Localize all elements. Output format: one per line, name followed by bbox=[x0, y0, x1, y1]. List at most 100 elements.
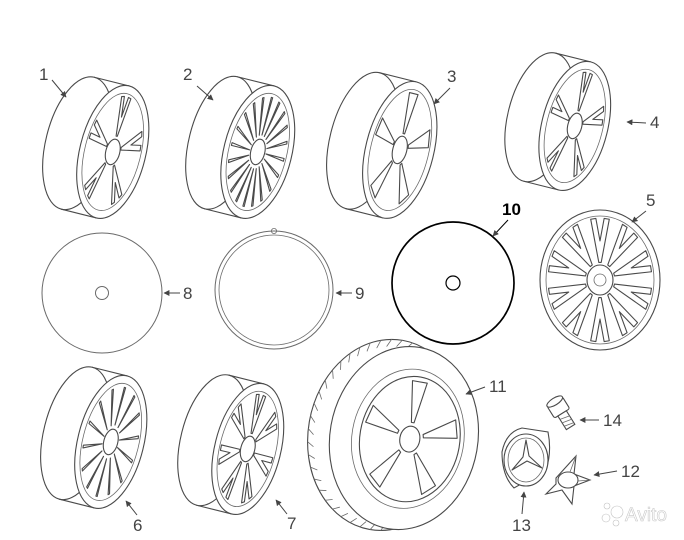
spoke bbox=[370, 160, 393, 199]
callout-8: 8 bbox=[163, 284, 192, 303]
spoke bbox=[261, 162, 272, 192]
spoke bbox=[550, 94, 570, 122]
avito-dots-icon bbox=[601, 502, 624, 527]
wheel-6 bbox=[40, 366, 148, 509]
tread-groove bbox=[357, 347, 361, 357]
wheel-3 bbox=[326, 71, 438, 219]
spoke bbox=[250, 168, 257, 207]
spoke bbox=[84, 162, 107, 200]
svg-text:7: 7 bbox=[287, 514, 296, 533]
spoke bbox=[110, 388, 114, 427]
spoke bbox=[398, 162, 410, 205]
wheel-bolt-14 bbox=[546, 395, 576, 431]
spoke bbox=[116, 447, 134, 464]
spoke bbox=[413, 452, 437, 495]
spoke bbox=[266, 140, 288, 150]
spoke bbox=[252, 102, 257, 138]
avito-watermark: Avito bbox=[601, 502, 667, 527]
spoke bbox=[573, 138, 585, 178]
wheel-4 bbox=[504, 52, 612, 192]
tread-groove bbox=[332, 369, 334, 379]
svg-text:12: 12 bbox=[621, 462, 640, 481]
tread-groove bbox=[386, 339, 392, 347]
spoke bbox=[582, 105, 605, 126]
tread-groove bbox=[376, 339, 382, 349]
spoke bbox=[590, 217, 610, 263]
spoke bbox=[613, 283, 653, 310]
svg-text:9: 9 bbox=[355, 284, 364, 303]
cover-disc-10 bbox=[391, 221, 515, 345]
callout-1: 1 bbox=[39, 65, 67, 98]
spoke bbox=[546, 135, 569, 172]
spoke bbox=[607, 223, 639, 268]
tread-groove bbox=[310, 466, 318, 471]
spoke bbox=[82, 443, 103, 449]
spoke bbox=[255, 411, 278, 443]
tread-groove bbox=[366, 342, 371, 352]
tread-groove bbox=[307, 441, 314, 447]
callout-5: 5 bbox=[631, 191, 655, 223]
spoke bbox=[236, 125, 252, 146]
spoke bbox=[607, 292, 639, 337]
spoke bbox=[117, 394, 136, 429]
spoke bbox=[547, 283, 587, 310]
tread-groove bbox=[324, 499, 333, 501]
svg-text:3: 3 bbox=[447, 67, 456, 86]
svg-text:1: 1 bbox=[39, 65, 48, 84]
spoke bbox=[230, 403, 246, 440]
spoke bbox=[86, 455, 105, 489]
callout-14: 14 bbox=[579, 411, 622, 430]
spoke bbox=[410, 380, 428, 424]
spoke bbox=[561, 223, 593, 268]
spoke bbox=[375, 117, 395, 146]
svg-text:4: 4 bbox=[650, 113, 659, 132]
spoke bbox=[613, 250, 653, 277]
callout-6: 6 bbox=[125, 500, 142, 535]
spoke bbox=[114, 386, 127, 426]
spoke bbox=[407, 129, 431, 149]
spoke bbox=[98, 400, 108, 431]
spoke bbox=[107, 457, 111, 496]
wheel-7 bbox=[177, 374, 285, 515]
spoke bbox=[266, 124, 288, 145]
tread-groove bbox=[318, 489, 327, 491]
tread-groove bbox=[307, 428, 314, 435]
spoke bbox=[258, 96, 265, 136]
spoke bbox=[250, 393, 267, 435]
tread-groove bbox=[310, 415, 316, 423]
spoke bbox=[113, 453, 123, 484]
spoke bbox=[265, 153, 285, 162]
cover-disc-8 bbox=[41, 232, 163, 354]
spoke bbox=[577, 71, 593, 112]
center-cap-12 bbox=[544, 454, 592, 506]
spoke bbox=[227, 154, 250, 164]
wheel-1 bbox=[42, 76, 150, 219]
tread-groove bbox=[396, 339, 403, 347]
spoke bbox=[265, 111, 286, 141]
spoke bbox=[88, 119, 109, 148]
tread-groove bbox=[349, 518, 357, 524]
spoke bbox=[110, 164, 123, 205]
spoke bbox=[369, 449, 402, 488]
spoke bbox=[118, 435, 140, 441]
callout-9: 9 bbox=[335, 284, 364, 303]
tread-groove bbox=[359, 521, 367, 528]
spoke bbox=[218, 444, 241, 465]
spoke bbox=[263, 158, 280, 179]
watermark-brand: Avito bbox=[625, 505, 667, 526]
svg-text:13: 13 bbox=[512, 516, 531, 535]
spoke bbox=[590, 297, 610, 343]
callout-3: 3 bbox=[433, 67, 456, 105]
callout-10: 10 bbox=[492, 200, 521, 237]
tread-groove bbox=[313, 478, 322, 482]
tread-groove bbox=[340, 513, 349, 518]
callout-4: 4 bbox=[626, 113, 659, 132]
svg-text:11: 11 bbox=[489, 377, 507, 396]
svg-text:10: 10 bbox=[502, 200, 521, 219]
tread-groove bbox=[340, 360, 342, 371]
tread-groove bbox=[324, 379, 328, 389]
spoke bbox=[365, 404, 400, 434]
tread-groove bbox=[332, 506, 340, 510]
spoke bbox=[422, 419, 458, 439]
spoke bbox=[261, 96, 274, 136]
